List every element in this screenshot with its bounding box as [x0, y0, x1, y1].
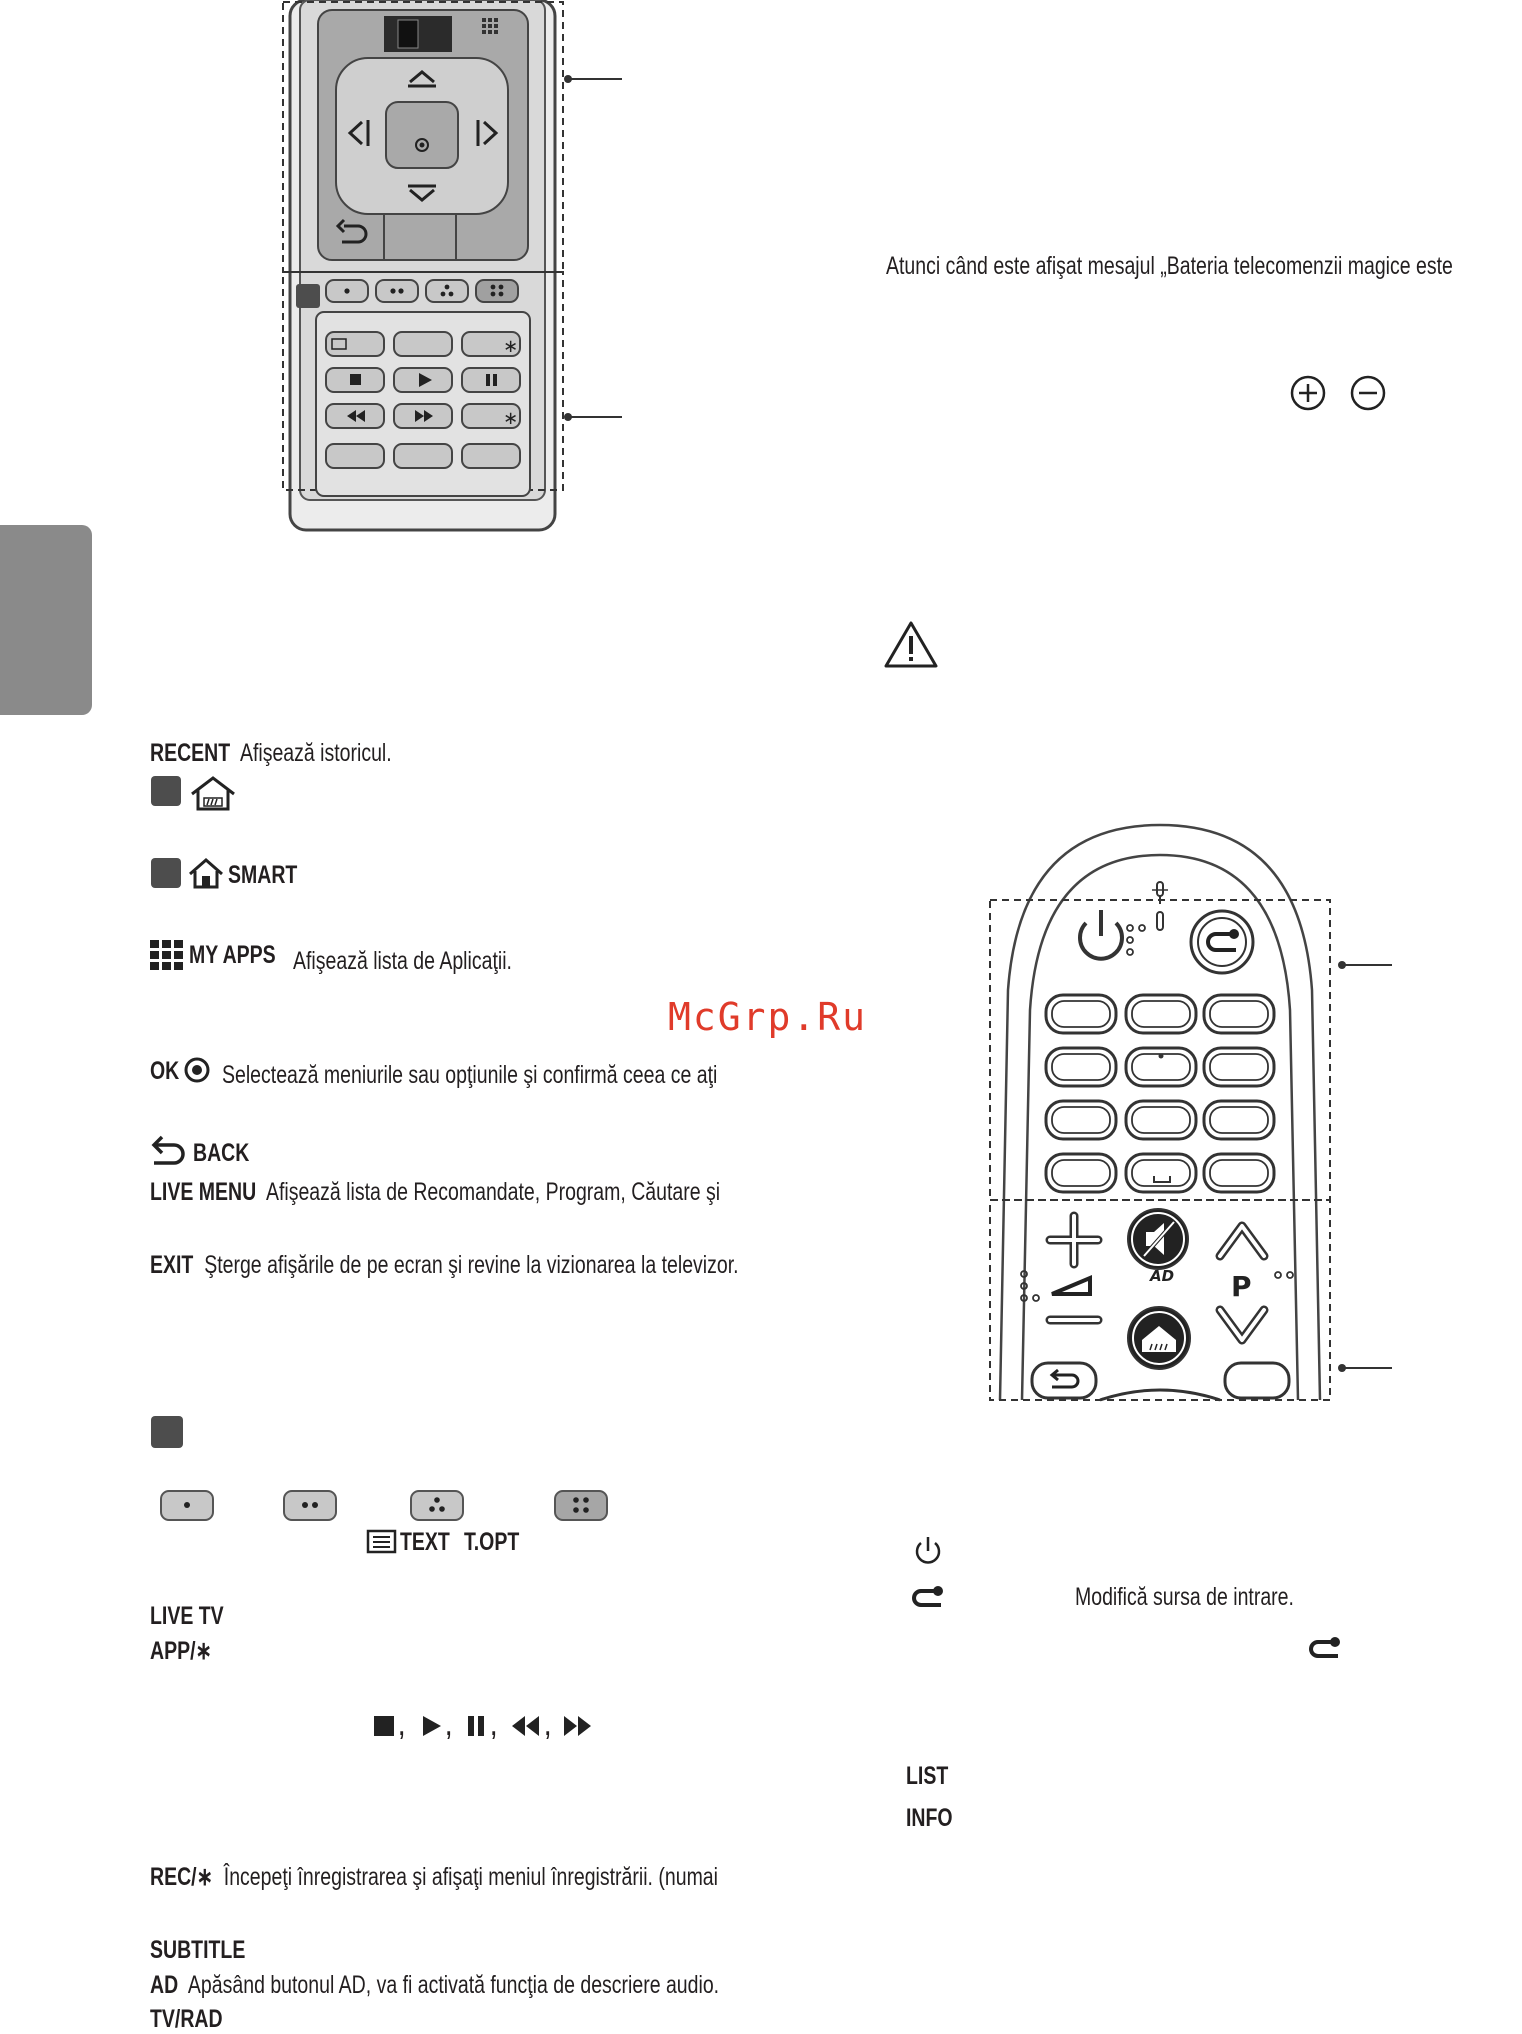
pause-icon [468, 1716, 484, 1736]
ad-label: AD [1149, 1267, 1174, 1285]
ad-key: AD [150, 1971, 179, 1999]
color-button-2 [283, 1490, 337, 1521]
p-label: P [1231, 1270, 1252, 1303]
home-icon [191, 776, 235, 811]
magic-remote-illustration: AD P [989, 823, 1392, 1402]
recent-entry: RECENT Afişează istoricul. [150, 738, 392, 768]
color-button-1 [160, 1490, 214, 1521]
play-icon [423, 1716, 441, 1736]
tv-rad-key: TV/RAD [150, 2005, 223, 2033]
playback-symbols: , , , , [373, 1710, 593, 1746]
ok-desc: Selectează meniurile sau opţiunile şi co… [222, 1061, 718, 1089]
minus-circle-icon [1350, 375, 1386, 411]
ad-desc: Apăsând butonul AD, va fi activată funcţ… [187, 1971, 720, 1999]
svg-text:∗: ∗ [503, 408, 518, 429]
rec-entry: REC/∗ Începeţi înregistrarea şi afişaţi … [150, 1862, 718, 1892]
info-key: INFO [906, 1804, 953, 1832]
live-menu-key: LIVE MENU [150, 1178, 257, 1206]
my-apps-grid-icon [150, 940, 183, 970]
subtitle-key: SUBTITLE [150, 1936, 246, 1964]
topt-key: T.OPT [464, 1528, 520, 1556]
rewind-icon [512, 1716, 539, 1736]
separator: , [399, 1713, 405, 1741]
shaded-square-icon [151, 858, 181, 888]
back-arrow-icon [151, 1135, 185, 1165]
smart-home-icon [189, 858, 223, 889]
text-key: TEXT [400, 1528, 450, 1556]
my-apps-desc: Afişează lista de Aplicaţii. [293, 947, 512, 975]
separator: , [446, 1713, 452, 1741]
input-icon [912, 1586, 943, 1607]
stop-icon [374, 1716, 394, 1736]
live-menu-desc: Afişează lista de Recomandate, Program, … [265, 1178, 721, 1206]
rec-desc: Începeţi înregistrarea şi afişaţi meniul… [223, 1863, 718, 1891]
input-icon [1309, 1637, 1340, 1658]
smart-key: SMART [228, 861, 298, 889]
recent-key: RECENT [150, 739, 231, 767]
color-button-4 [554, 1490, 608, 1521]
live-menu-entry: LIVE MENU Afişează lista de Recomandate,… [150, 1177, 720, 1207]
input-desc: Modifică sursa de intrare. [1075, 1583, 1294, 1611]
plus-circle-icon [1290, 375, 1326, 411]
teletext-icon [366, 1529, 397, 1554]
ok-key: OK [150, 1057, 180, 1085]
color-button-3 [410, 1490, 464, 1521]
power-icon [915, 1537, 941, 1564]
ad-entry: AD Apăsând butonul AD, va fi activată fu… [150, 1970, 719, 2000]
exit-desc: Şterge afişările de pe ecran şi revine l… [204, 1251, 739, 1279]
shaded-square-icon [151, 1416, 183, 1448]
back-key: BACK [193, 1139, 250, 1167]
list-key: LIST [906, 1762, 949, 1790]
recent-desc: Afişează istoricul. [239, 739, 392, 767]
section-tab [0, 525, 92, 715]
shaded-square-icon [151, 776, 181, 806]
warning-icon [884, 621, 938, 668]
watermark: McGrp.Ru [668, 995, 868, 1039]
fast-forward-icon [564, 1716, 591, 1736]
exit-entry: EXIT Şterge afişările de pe ecran şi rev… [150, 1250, 739, 1280]
standard-remote-illustration: ∗ ∗ [282, 0, 622, 532]
app-key: APP/∗ [150, 1637, 212, 1665]
live-tv-key: LIVE TV [150, 1602, 224, 1630]
rec-key: REC/∗ [150, 1863, 213, 1891]
battery-message: Atunci când este afişat mesajul „Bateria… [886, 252, 1453, 280]
separator: , [491, 1713, 497, 1741]
exit-key: EXIT [150, 1251, 194, 1279]
ok-target-icon [184, 1057, 210, 1083]
my-apps-key: MY APPS [189, 941, 276, 969]
svg-text:∗: ∗ [503, 336, 518, 357]
separator: , [545, 1713, 551, 1741]
